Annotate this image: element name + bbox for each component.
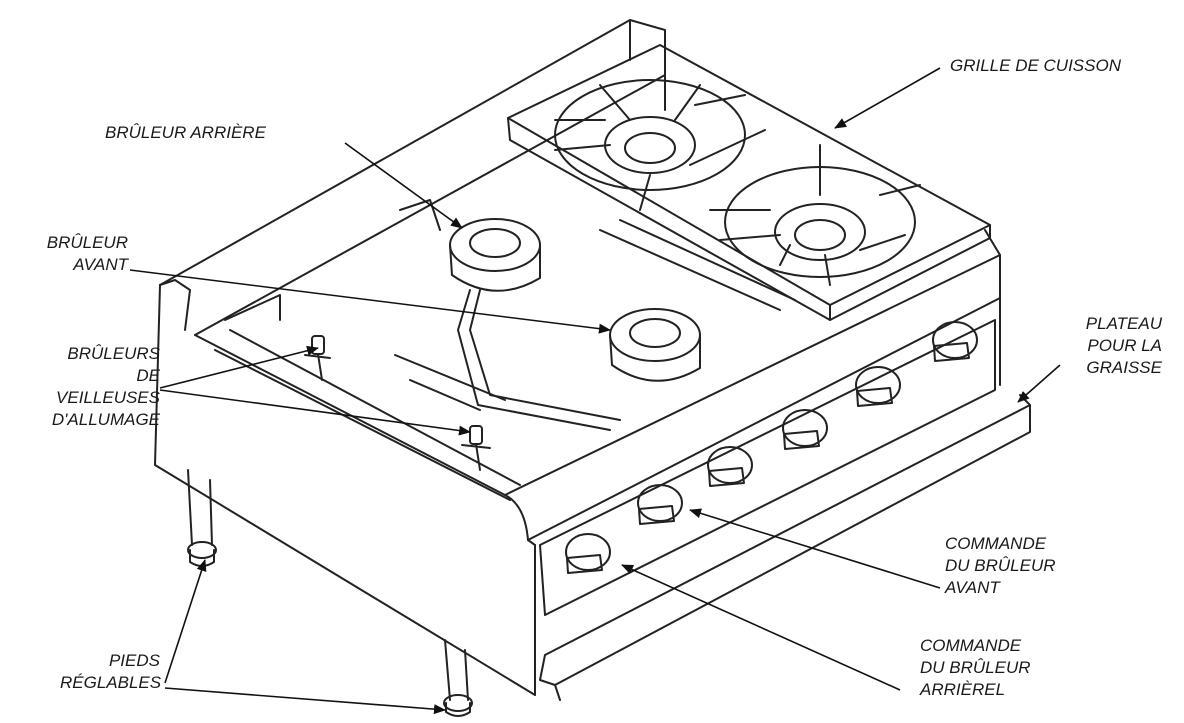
leader-grille <box>834 67 941 129</box>
leader-pilot-2 <box>159 389 471 436</box>
knob-3 <box>707 446 753 487</box>
knob-2 <box>637 484 683 525</box>
rear-open-burner <box>449 218 621 431</box>
label-pilots: BRÛLEURS DE VEILLEUSES D'ALLUMAGE <box>51 344 160 429</box>
grille-plate <box>507 44 991 306</box>
label-rear-burner: BRÛLEUR ARRIÈRE <box>105 123 266 142</box>
leg-left <box>187 469 217 567</box>
leader-grease <box>1017 364 1061 403</box>
back-splash <box>159 19 666 336</box>
knob-6 <box>932 321 978 362</box>
label-grease-tray: PLATEAU POUR LA GRAISSE <box>1085 314 1162 377</box>
control-panel <box>539 319 996 616</box>
label-feet: PIEDS RÉGLABLES <box>60 651 162 692</box>
leader-rear-control <box>621 564 901 691</box>
leader-front-control <box>689 508 941 589</box>
leg-front <box>443 639 473 717</box>
knob-4 <box>782 409 828 450</box>
label-grille: GRILLE DE CUISSON <box>950 56 1121 75</box>
leader-rear-burner <box>344 142 463 229</box>
leader-feet-1 <box>164 559 207 684</box>
label-rear-control: COMMANDE DU BRÛLEUR ARRIÈREL <box>920 636 1031 699</box>
top-surface <box>194 229 1001 496</box>
knob-5 <box>855 366 901 407</box>
leader-pilot-1 <box>159 345 319 389</box>
leader-front-burner <box>129 269 611 334</box>
knob-1 <box>565 533 611 574</box>
rear-grate <box>554 74 766 211</box>
front-grate <box>709 144 921 286</box>
left-side-panel <box>154 284 536 696</box>
label-front-control: COMMANDE DU BRÛLEUR AVANT <box>945 534 1056 597</box>
leader-feet-2 <box>164 687 446 715</box>
pilot-2 <box>461 425 491 471</box>
front-open-burner <box>609 308 701 382</box>
pilot-1 <box>304 335 331 381</box>
label-front-burner: BRÛLEUR AVANT <box>46 233 128 274</box>
